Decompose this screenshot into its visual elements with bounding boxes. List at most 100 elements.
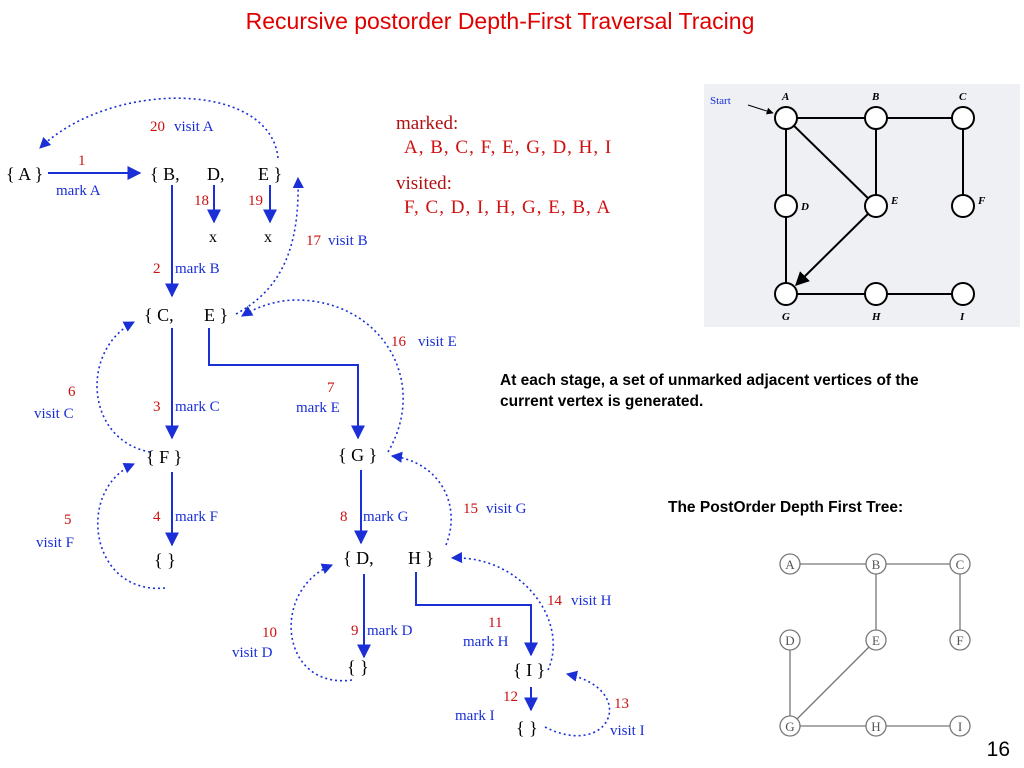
step-label-12: mark I — [455, 708, 495, 724]
step-num-13: 13 — [614, 696, 629, 712]
step-label-20: visit A — [174, 119, 214, 135]
graph-node-i — [951, 282, 975, 306]
tree-caption: The PostOrder Depth First Tree: — [668, 499, 904, 516]
step-num-8: 8 — [340, 509, 348, 525]
set-a: { A } — [6, 164, 43, 184]
set-g: { G } — [338, 445, 377, 465]
marked-label: marked: — [396, 113, 459, 134]
arrow-13 — [544, 670, 611, 737]
graph-node-b — [864, 106, 888, 130]
graph-node-h — [864, 282, 888, 306]
step-label-4: mark F — [175, 509, 218, 525]
graph-label-i: I — [959, 311, 965, 323]
step-label-2: mark B — [175, 261, 220, 277]
tree-label-i: I — [958, 719, 962, 734]
arrow-10 — [290, 563, 353, 682]
tree-node-c — [949, 553, 971, 575]
graph-node-e — [864, 194, 888, 218]
step-num-14: 14 — [547, 593, 563, 609]
tree-label-g: G — [785, 719, 794, 734]
tree-label-f: F — [956, 633, 963, 648]
step-num-15: 15 — [463, 501, 478, 517]
graph-label-a: A — [781, 91, 789, 103]
tree-node-b — [865, 553, 887, 575]
tree-edge-e-g — [789, 639, 877, 727]
arrow-17 — [235, 176, 304, 315]
x-19: x — [264, 229, 272, 246]
set-c: { C, — [144, 305, 174, 325]
solid-arrows — [48, 166, 538, 712]
step-label-10: visit D — [232, 645, 273, 661]
graph-label-d: D — [800, 201, 809, 213]
graph-node-c — [951, 106, 975, 130]
graph-label-f: F — [977, 195, 986, 207]
tree-label-c: C — [956, 557, 965, 572]
set-b: { B, — [150, 164, 180, 184]
set-i: { I } — [513, 660, 545, 680]
arrow-5 — [97, 462, 166, 589]
tree-node-g — [779, 715, 801, 737]
graph-label-c: C — [959, 91, 967, 103]
edge-e-g — [795, 205, 877, 286]
step-num-16: 16 — [391, 334, 407, 350]
slide-title: Recursive postorder Depth-First Traversa… — [245, 8, 755, 34]
step-num-20: 20 — [150, 119, 165, 135]
step-label-9: mark D — [367, 623, 413, 639]
set-h: H } — [408, 548, 434, 568]
set-d: D, — [207, 164, 225, 184]
tree-label-a: A — [785, 557, 795, 572]
step-label-6: visit C — [34, 406, 74, 422]
graph-node-g — [774, 282, 798, 306]
arrow-15 — [390, 451, 452, 546]
postorder-dfs-tree: A B C D E F G H I — [779, 553, 971, 737]
step-num-4: 4 — [153, 509, 161, 525]
graph-node-d — [774, 194, 798, 218]
original-graph: Start A B C D E F G H I — [710, 91, 986, 323]
x-18: x — [209, 229, 217, 246]
step-label-13: visit I — [610, 723, 645, 739]
set-empty-d: { } — [347, 657, 369, 677]
arrow-16 — [241, 299, 404, 453]
step-num-1: 1 — [78, 153, 86, 169]
step-num-10: 10 — [262, 625, 277, 641]
arrow-11 — [415, 572, 538, 657]
start-arrow — [747, 104, 774, 115]
arrow-14 — [450, 551, 554, 671]
graph-node-a — [774, 106, 798, 130]
step-num-19: 19 — [248, 193, 263, 209]
traversal-trace-diagram: { A } { B, D, E } x x { C, E } { F } { }… — [6, 97, 645, 739]
step-label-16: visit E — [418, 334, 457, 350]
set-empty-f: { } — [154, 550, 176, 570]
visited-label: visited: — [396, 173, 452, 194]
stage-note: At each stage, a set of unmarked adjacen… — [500, 372, 919, 410]
step-num-5: 5 — [64, 512, 72, 528]
set-empty-i: { } — [516, 718, 538, 738]
tree-label-e: E — [872, 633, 880, 648]
tree-node-d — [779, 629, 801, 651]
graph-label-h: H — [871, 311, 881, 323]
marked-values: A, B, C, F, E, G, D, H, I — [404, 137, 613, 158]
set-e2: E } — [204, 305, 228, 325]
step-num-3: 3 — [153, 399, 161, 415]
tree-node-h — [865, 715, 887, 737]
step-num-12: 12 — [503, 689, 518, 705]
arrow-6 — [96, 321, 151, 453]
step-label-17: visit B — [328, 233, 368, 249]
step-label-3: mark C — [175, 399, 220, 415]
step-label-8: mark G — [363, 509, 409, 525]
step-num-18: 18 — [194, 193, 209, 209]
tree-node-a — [779, 553, 801, 575]
page-number: 16 — [986, 738, 1010, 761]
set-f: { F } — [146, 447, 182, 467]
set-e1: E } — [258, 164, 282, 184]
traversal-legend: marked: A, B, C, F, E, G, D, H, I visite… — [396, 112, 686, 220]
step-label-11: mark H — [463, 634, 509, 650]
graph-label-g: G — [782, 311, 790, 323]
step-label-1: mark A — [56, 183, 101, 199]
edge-a-e — [785, 117, 877, 207]
visited-values: F, C, D, I, H, G, E, B, A — [404, 197, 612, 218]
tree-label-d: D — [785, 633, 794, 648]
step-label-7: mark E — [296, 400, 340, 416]
tree-node-f — [949, 629, 971, 651]
tree-node-i — [949, 715, 971, 737]
